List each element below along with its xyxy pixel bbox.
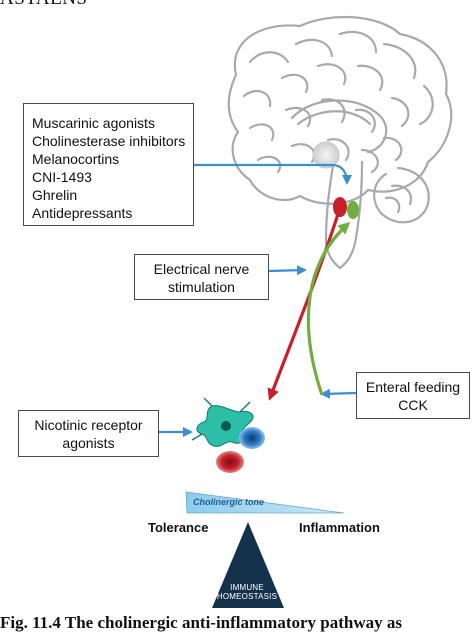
nicotinic-agonists-box: Nicotinic receptor agonists	[18, 410, 159, 457]
brain-outline	[227, 15, 453, 205]
efferent-vagus-arrow	[267, 213, 340, 401]
enteral-feeding-arrow	[320, 388, 357, 399]
afferent-nucleus-green	[347, 201, 359, 219]
drug-item-cni-1493: CNI-1493	[32, 169, 92, 185]
brain-illustration	[227, 15, 453, 270]
inflammation-label: Inflammation	[299, 520, 380, 535]
drug-item-melanocortins: Melanocortins	[32, 151, 120, 167]
drug-item-cholinesterase: Cholinesterase inhibitors	[32, 133, 186, 149]
brainstem-right-edge	[338, 160, 364, 270]
corpus-callosum	[290, 99, 388, 154]
enteral-line-2: CCK	[398, 397, 428, 413]
enteral-line-1: Enteral feeding	[365, 379, 461, 395]
drug-item-antidepressants: Antidepressants	[32, 205, 133, 221]
cerebellum-outline	[373, 166, 430, 224]
electrical-line-1: Electrical nerve	[153, 261, 250, 277]
enteral-feeding-box: Enteral feeding CCK	[356, 372, 470, 419]
cholinergic-tone-label: Cholinergic tone	[193, 497, 265, 507]
hypothalamus-nucleus	[312, 141, 340, 169]
brain-gyri	[242, 30, 434, 174]
immune-homeostasis-fulcrum	[212, 522, 284, 608]
cholinergic-tone-bar	[185, 491, 345, 514]
afferent-vagus-arrow	[306, 222, 351, 396]
corpus-callosum-inner	[296, 110, 372, 126]
lymphocyte-red-cell	[216, 451, 244, 473]
efferent-nucleus-red	[333, 197, 347, 217]
nicotinic-line-2: agonists	[62, 435, 115, 451]
header-text-fragment: ASTAENS	[0, 0, 88, 10]
brainstem-left-edge	[324, 148, 342, 270]
nicotinic-line-1: Nicotinic receptor	[34, 417, 143, 433]
immune-label-line-2: HOMEOSTASIS	[216, 592, 278, 601]
immune-label-line-1: IMMUNE	[230, 583, 264, 592]
drug-item-muscarinic: Muscarinic agonists	[32, 115, 155, 131]
macrophage-cell	[191, 397, 254, 447]
drug-to-brainstem-arrow	[194, 163, 352, 185]
pharmacological-agents-box: Muscarinic agonists Cholinesterase inhib…	[23, 103, 194, 226]
electrical-stimulation-box: Electrical nerve stimulation	[134, 254, 269, 300]
lymphocyte-blue-cell	[239, 427, 265, 449]
tolerance-label: Tolerance	[148, 520, 209, 535]
cerebellum-folia	[384, 184, 412, 214]
immune-homeostasis-label: IMMUNE HOMEOSTASIS	[212, 583, 282, 601]
electrical-line-2: stimulation	[168, 279, 235, 295]
electrical-stimulation-arrow	[268, 265, 307, 276]
figure-caption: Fig. 11.4 The cholinergic anti-inflammat…	[0, 613, 403, 632]
drug-item-ghrelin: Ghrelin	[32, 187, 78, 203]
